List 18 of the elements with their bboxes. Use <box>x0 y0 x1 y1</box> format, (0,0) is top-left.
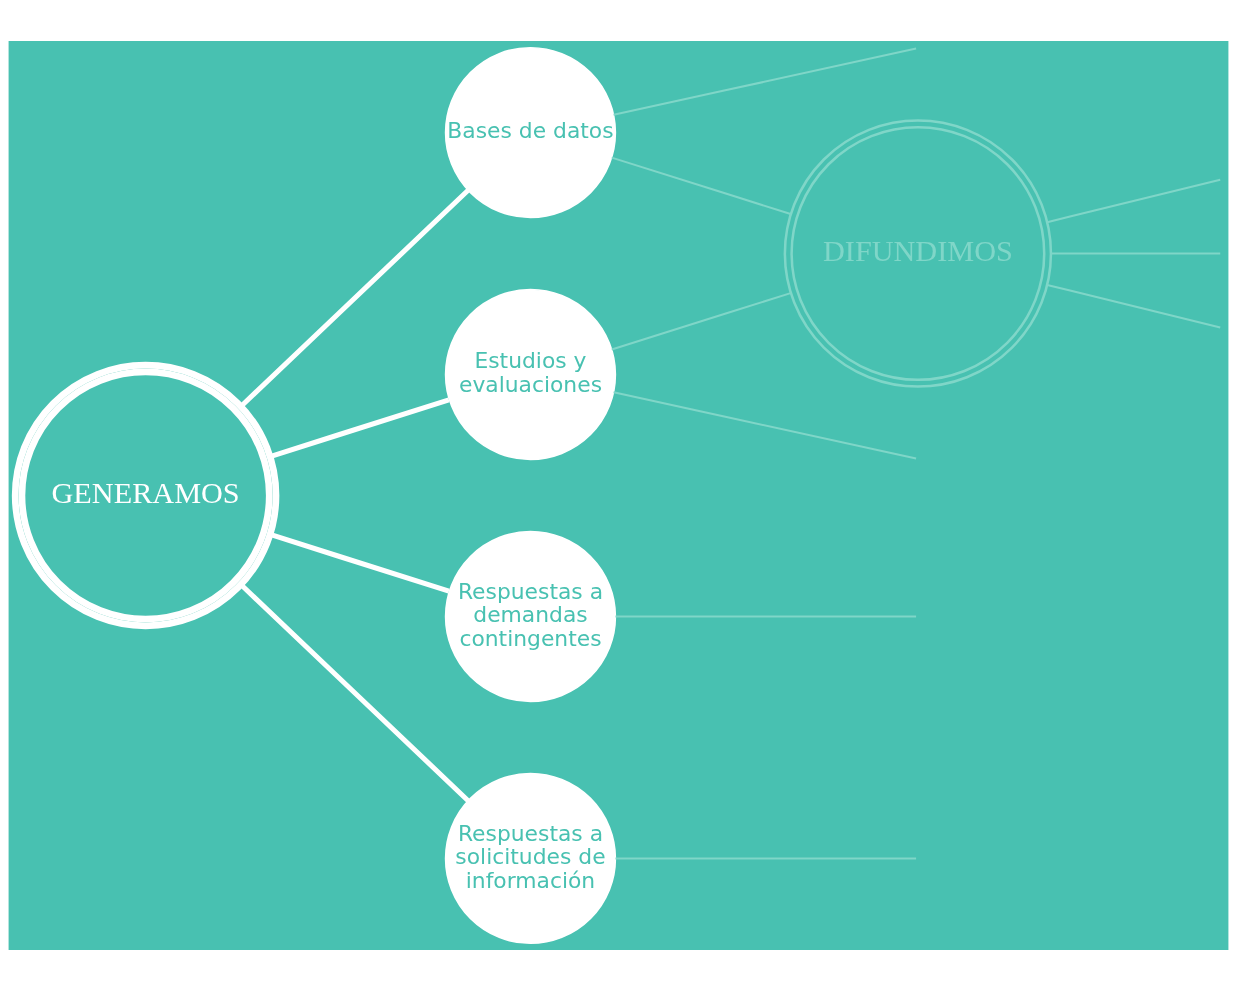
node-circle: Respuestas a demandas contingentes <box>444 530 617 702</box>
connector <box>1046 283 1221 328</box>
connector <box>1046 178 1221 223</box>
connector <box>239 187 470 408</box>
node-circle: Bases de datos <box>444 46 617 218</box>
node-circle: Estudios y evaluaciones <box>444 288 617 460</box>
connector <box>1051 252 1221 255</box>
connector <box>615 856 917 859</box>
connector <box>269 531 450 594</box>
connector <box>611 291 791 350</box>
connector <box>613 390 917 459</box>
connector <box>613 47 917 116</box>
connector <box>615 614 917 617</box>
node-circle: GENERAMOS <box>11 361 280 629</box>
node-circle: Respuestas a solicitudes de información <box>444 772 617 944</box>
connector <box>269 396 450 459</box>
connector <box>611 156 791 215</box>
connector <box>239 582 470 803</box>
